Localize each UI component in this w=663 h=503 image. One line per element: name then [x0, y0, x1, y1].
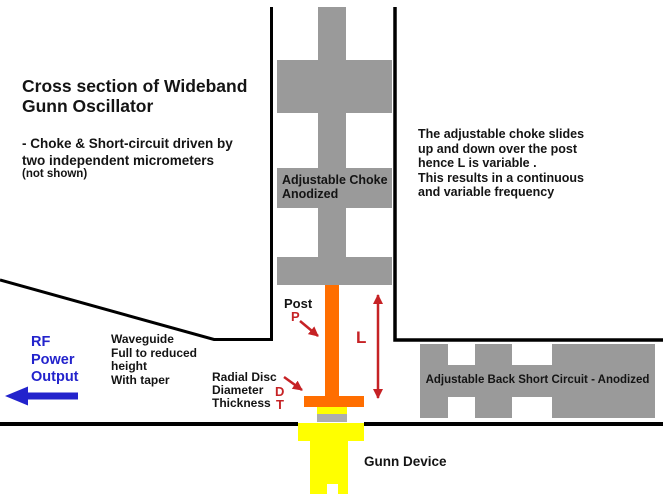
subtitle-text: - Choke & Short-circuit driven by two in…: [22, 136, 233, 168]
post-pointer-arrow: [299, 320, 319, 337]
disc-pointer-arrow: [283, 375, 303, 392]
right-wall-and-top-line: [393, 7, 663, 342]
choke-description: The adjustable choke slides up and down …: [418, 127, 585, 199]
post-marker-letter: P: [291, 309, 300, 324]
radial-disc-shape: [304, 396, 364, 407]
choke-flange-top: [277, 60, 392, 113]
waveguide-label: Waveguide Full to reduced height With ta…: [111, 332, 198, 387]
backshort-band: [420, 365, 655, 397]
choke-flange-bottom: [277, 257, 392, 285]
post-label: Post: [284, 296, 313, 311]
waveguide-taper-and-left-wall: [0, 7, 273, 341]
length-marker-letter: L: [356, 328, 367, 347]
page-title: Cross section of Wideband Gunn Oscillato…: [22, 76, 248, 116]
rf-output-arrow: [5, 386, 78, 406]
radial-disc-label: Radial Disc Diameter Thickness: [212, 370, 277, 410]
post-shape: [325, 285, 339, 397]
disc-yellow-spacer: [317, 407, 347, 414]
disc-gray-spacer: [317, 414, 347, 422]
gunn-device-flange: [298, 423, 364, 441]
back-short-circuit-label: Adjustable Back Short Circuit - Anodized: [425, 374, 650, 386]
gunn-device-label: Gunn Device: [364, 454, 447, 469]
diameter-marker-letter: D: [275, 384, 285, 399]
choke-flange-middle: [277, 168, 392, 208]
choke-center-column: [318, 7, 346, 285]
gunn-device-notch: [327, 484, 338, 494]
thickness-marker-letter: T: [276, 397, 284, 412]
rf-power-output-label: RF Power Output: [31, 334, 79, 385]
adjustable-choke-label: Adjustable Choke Anodized: [282, 173, 388, 201]
not-shown-note: (not shown): [22, 168, 88, 180]
